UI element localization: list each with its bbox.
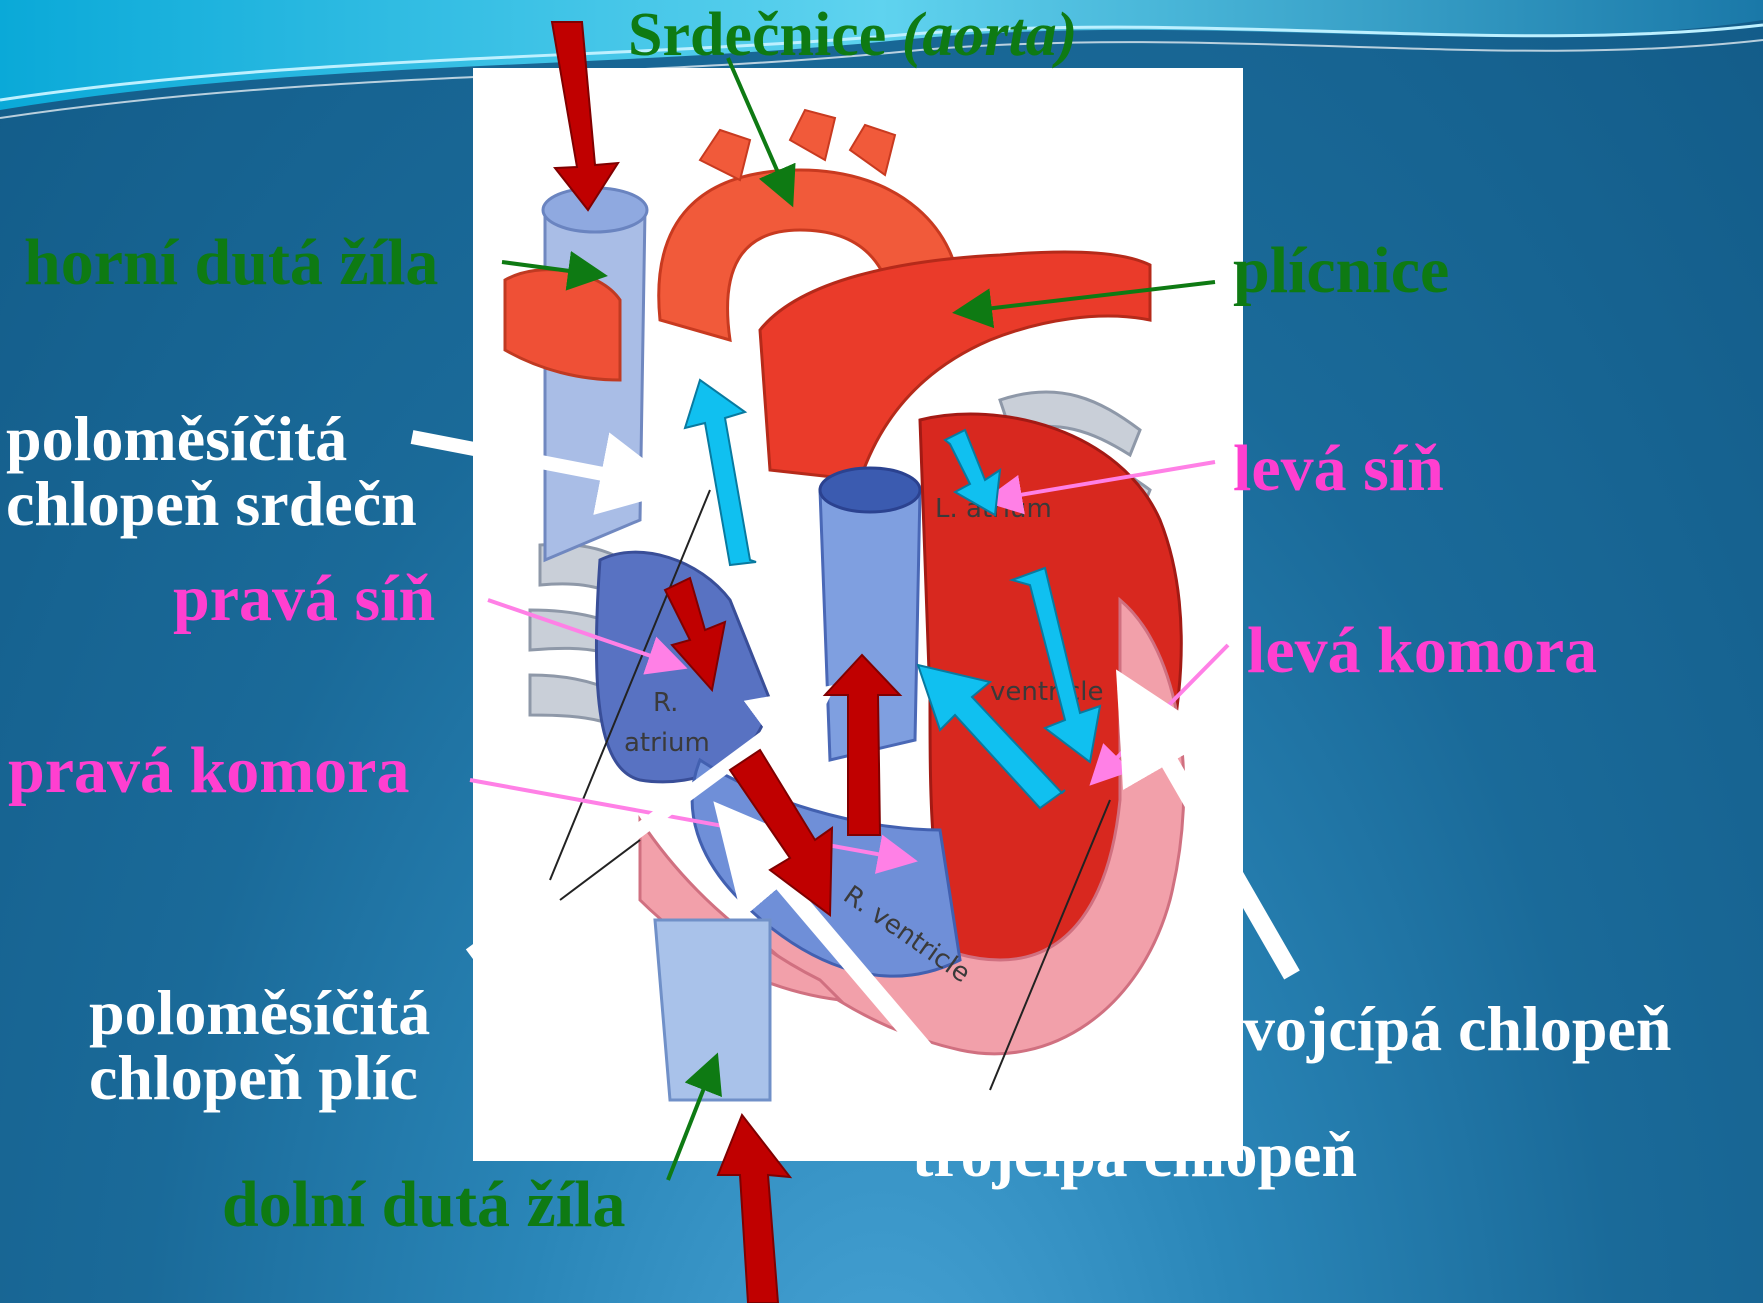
- blue-arrow-left-atrium: [945, 430, 1000, 515]
- leader-plicnice: [960, 282, 1215, 312]
- label-leva-sin: levá síň: [1233, 436, 1444, 502]
- label-trojcipa-chlopen: trojcípá chlopeň: [912, 1122, 1357, 1187]
- leader-prava-sin: [488, 600, 680, 666]
- red-arrow-right-atrium: [665, 578, 725, 690]
- red-arrow-inferior-vena-cava: [718, 1115, 790, 1303]
- blue-arrow-left-ventricle-up: [918, 665, 1065, 808]
- white-arrow-trojcipa: [725, 815, 980, 1115]
- leader-leva-sin: [990, 462, 1215, 500]
- label-leva-komora: levá komora: [1247, 618, 1597, 684]
- red-arrow-superior-vena-cava: [552, 22, 618, 210]
- label-dvojcipa-chlopen: vojcípá chlopeň: [1243, 996, 1671, 1061]
- title-aorta: Srdečnice (aorta): [628, 4, 1077, 66]
- label-dolni-duta-zila: dolní dutá žíla: [222, 1172, 625, 1238]
- blue-arrow-aorta-up: [685, 380, 756, 565]
- label-polomesicita-plicnice-line2: chlopeň plíc: [89, 1045, 430, 1110]
- label-prava-sin: pravá síň: [173, 566, 435, 632]
- title-main: Srdečnice: [628, 1, 902, 69]
- label-polomesicita-srdecnice: poloměsíčitá chlopeň srdečn: [6, 406, 417, 537]
- label-polomesicita-srdecnice-line1: poloměsíčitá: [6, 406, 417, 471]
- leader-horni-duta-zila: [502, 262, 600, 275]
- red-flow-arrows: [552, 22, 900, 1303]
- label-plicnice: plícnice: [1233, 238, 1449, 304]
- label-polomesicita-plicnice: poloměsíčitá chlopeň plíc: [89, 980, 430, 1111]
- blue-arrow-left-ventricle-down: [1012, 568, 1100, 762]
- label-polomesicita-plicnice-line1: poloměsíčitá: [89, 980, 430, 1045]
- red-arrow-pulmonary-trunk: [825, 655, 900, 835]
- white-arrow-polomesicita-srdecnice: [412, 437, 670, 487]
- label-horni-duta-zila: horní dutá žíla: [24, 230, 438, 296]
- leader-aorta: [728, 58, 790, 200]
- leader-dolni-duta-zila: [668, 1060, 715, 1180]
- label-prava-komora: pravá komora: [8, 738, 409, 804]
- white-arrow-dvojcipa: [1125, 685, 1292, 975]
- title-italic: (aorta): [902, 1, 1078, 69]
- label-polomesicita-srdecnice-line2: chlopeň srdečn: [6, 471, 417, 536]
